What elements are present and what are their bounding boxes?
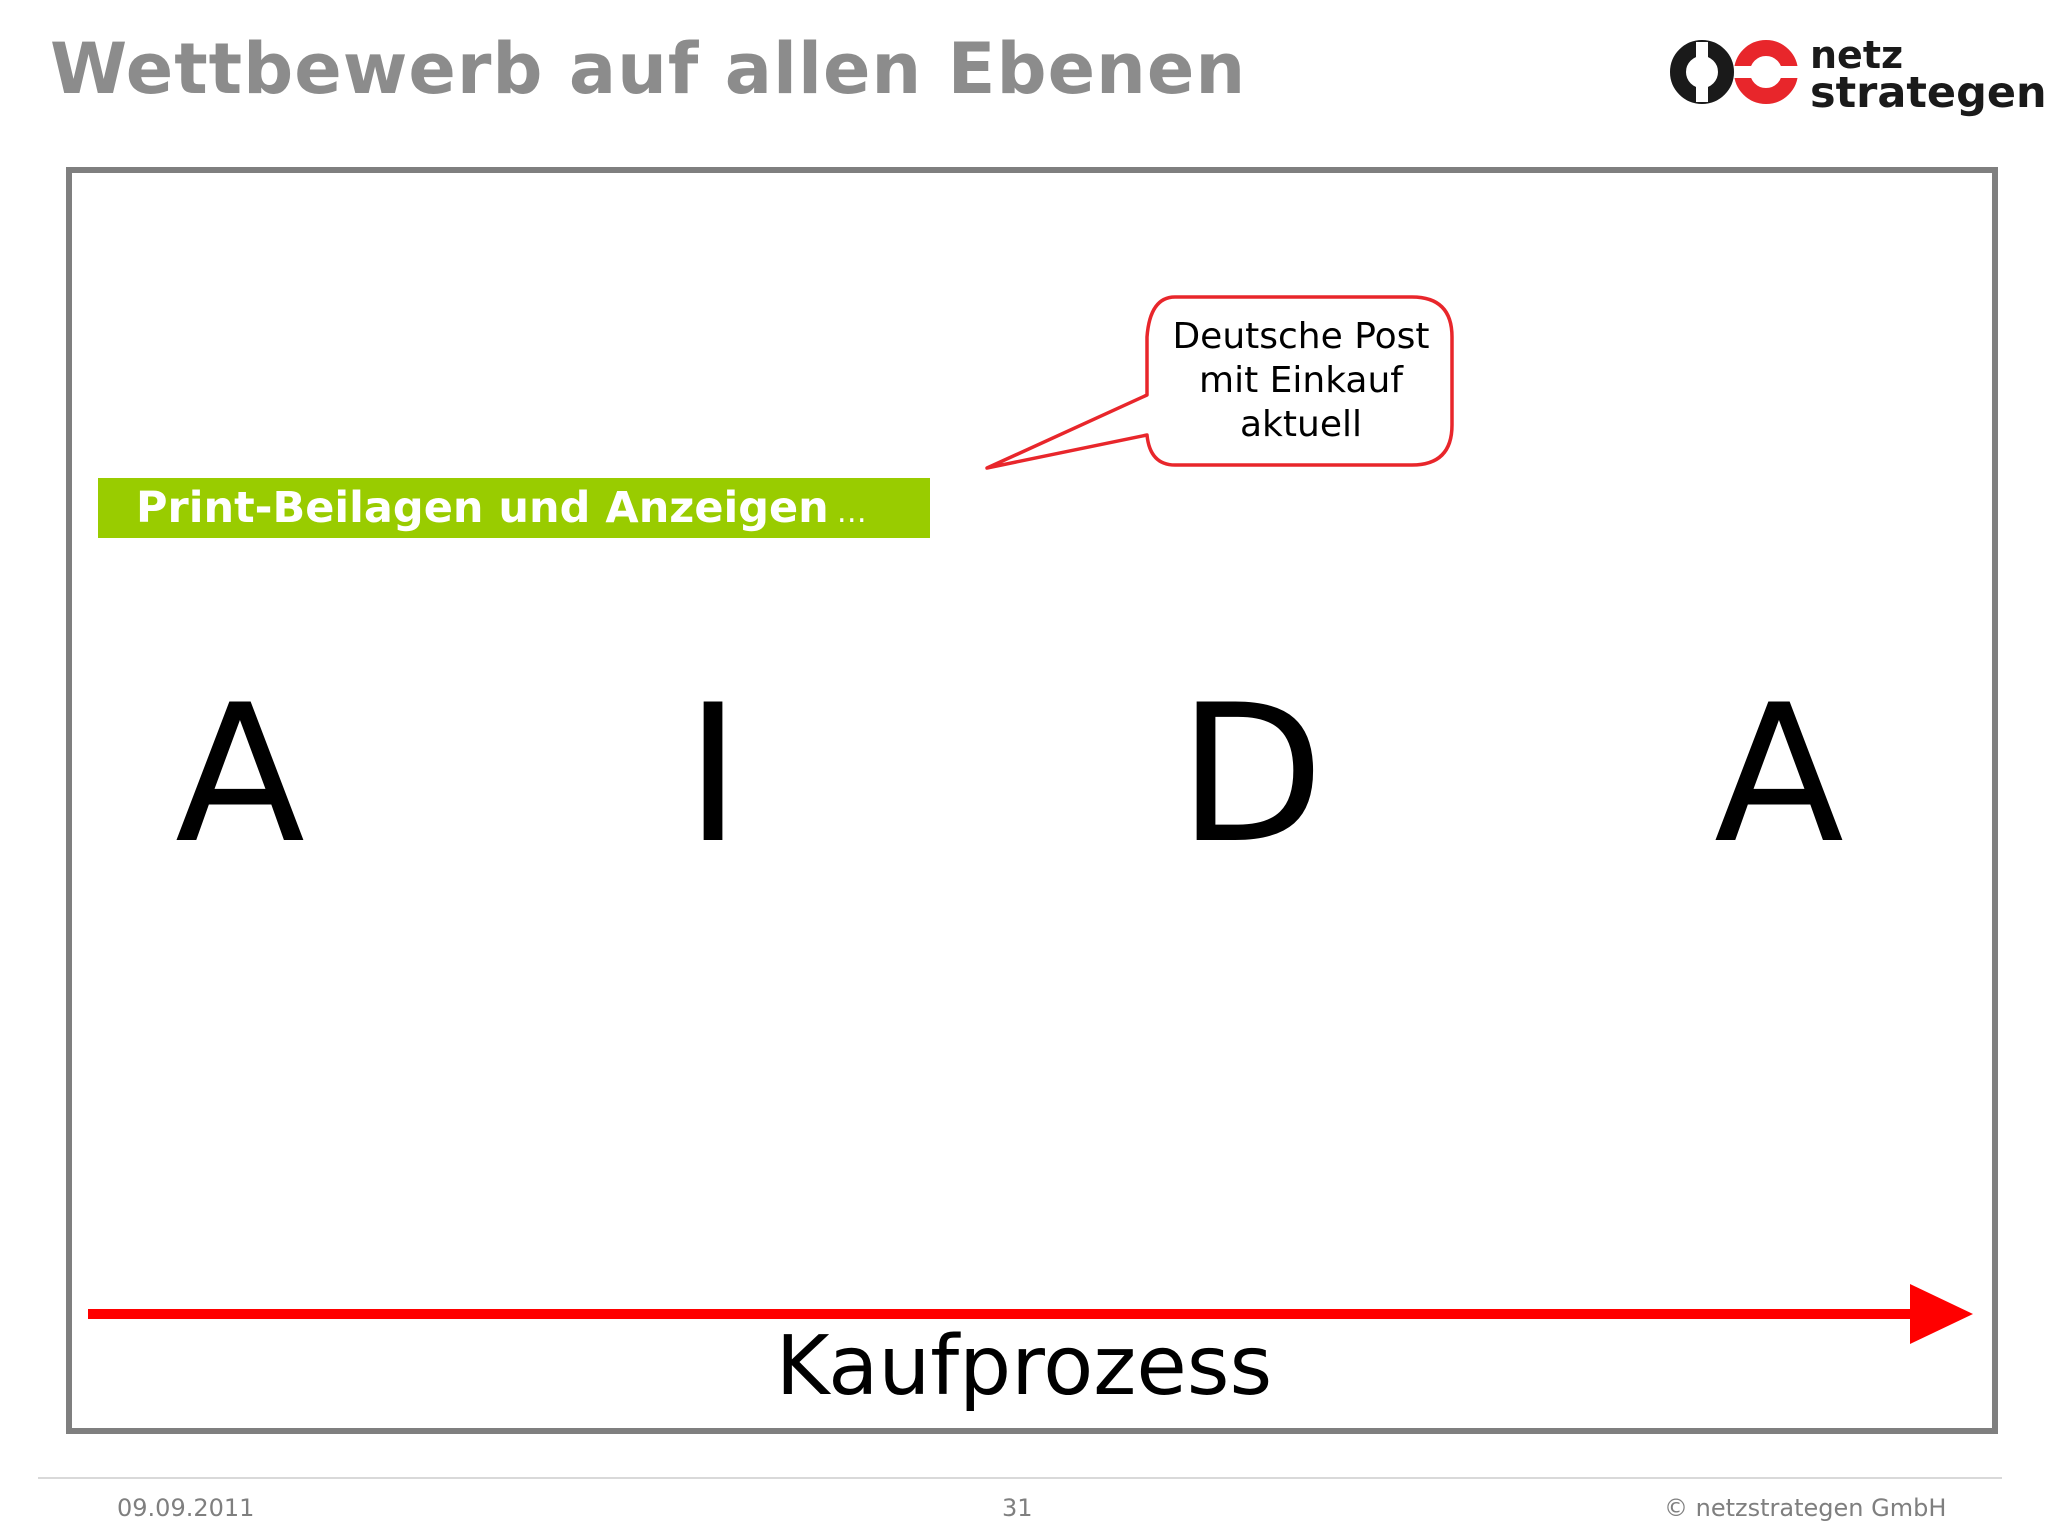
slide-title: Wettbewerb auf allen Ebenen: [50, 28, 1247, 110]
company-logo: netz strategen: [1670, 33, 2047, 124]
footer-copyright: © netzstrategen GmbH: [1664, 1494, 1947, 1522]
callout-line-3: aktuell: [1240, 404, 1362, 445]
process-arrow: [88, 1284, 1973, 1344]
print-banner-label: Print-Beilagen und Anzeigen: [136, 483, 829, 533]
callout-line-2: mit Einkauf: [1199, 360, 1403, 401]
print-banner: Print-Beilagen und Anzeigen…: [98, 478, 930, 538]
footer-page-number: 31: [1002, 1494, 1033, 1522]
content-frame: [66, 167, 1998, 1434]
aida-interest: I: [685, 664, 742, 885]
aida-attention: A: [175, 664, 305, 885]
footer-divider: [38, 1477, 2002, 1479]
aida-action: A: [1714, 664, 1844, 885]
logo-text-strategen: strategen: [1810, 68, 2047, 118]
footer-date: 09.09.2011: [117, 1494, 255, 1522]
callout-text: Deutsche Post mit Einkauf aktuell: [1150, 297, 1452, 465]
callout-bubble: [985, 295, 1454, 470]
callout-line-1: Deutsche Post: [1172, 316, 1430, 357]
print-banner-ellipsis: …: [836, 495, 867, 530]
aida-desire: D: [1178, 664, 1325, 885]
process-label: Kaufprozess: [775, 1319, 1273, 1414]
logo-text-netz: netz: [1810, 33, 1904, 77]
netzstrategen-logo-icon: [1670, 40, 1798, 104]
